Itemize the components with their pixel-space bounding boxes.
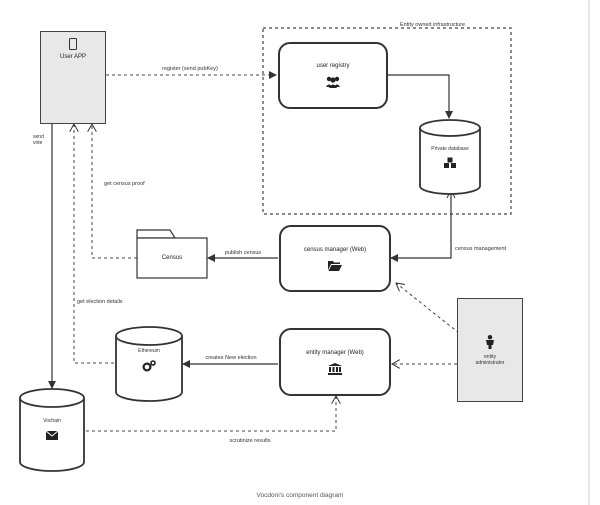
envelope-icon — [46, 431, 58, 440]
label-publish-census: publish census — [225, 250, 262, 256]
label-send-vote: send vote — [33, 134, 44, 146]
label-scrutinize: scrutinize results — [230, 438, 271, 444]
vochain-node[interactable]: Vochain — [20, 418, 84, 458]
private-database-node[interactable]: Private database — [420, 146, 480, 186]
census-node[interactable]: Census — [137, 238, 207, 278]
edge-registry-to-database — [388, 74, 453, 119]
person-icon — [486, 334, 494, 349]
smartphone-icon — [69, 38, 77, 50]
user-registry-label: user registry — [316, 63, 350, 69]
ethereum-node[interactable]: Ethereum — [116, 348, 182, 388]
folder-open-icon — [328, 260, 342, 271]
census-manager-label: census manager (Web) — [303, 246, 367, 253]
database-cubes-icon — [444, 157, 456, 168]
vochain-cylinder — [19, 388, 85, 472]
entity-infrastructure-group — [262, 27, 512, 215]
label-register: register (send pubKey) — [162, 66, 218, 72]
edge-scrutinize — [86, 396, 336, 432]
page-edge-divider — [588, 0, 590, 505]
label-get-census-proof: get census proof — [104, 181, 145, 187]
edge-admin-to-census-manager — [396, 283, 460, 334]
entity-admin-node[interactable]: entity administrator — [457, 298, 523, 402]
user-registry-node[interactable]: user registry — [278, 42, 388, 109]
edge-get-election-details — [74, 124, 114, 364]
edge-census-management — [390, 192, 452, 262]
entity-manager-node[interactable]: entity manager (Web) — [279, 328, 391, 396]
group-label: Entity owned infrastructure — [400, 22, 465, 28]
edge-get-census-proof — [92, 124, 137, 259]
vochain-label: Vochain — [43, 418, 61, 424]
census-folder-shape — [136, 229, 208, 279]
private-database-label: Private database — [431, 146, 469, 152]
census-manager-node[interactable]: census manager (Web) — [279, 225, 391, 292]
label-creates-election: creates New election — [205, 355, 256, 361]
user-app-node[interactable]: User APP — [40, 31, 106, 124]
cogs-icon — [142, 360, 156, 372]
bank-icon — [328, 362, 342, 375]
label-get-election-details: get election details — [77, 299, 123, 305]
user-app-label: User APP — [59, 54, 86, 60]
label-census-management: census management — [455, 246, 507, 252]
ethereum-label: Ethereum — [138, 348, 160, 354]
census-label: Census — [161, 254, 183, 261]
entity-manager-label: entity manager (Web) — [306, 349, 364, 356]
diagram-caption: Vocdoni's component diagram — [257, 492, 344, 499]
entity-admin-label: entity administrator — [475, 353, 505, 366]
users-icon — [326, 76, 340, 88]
